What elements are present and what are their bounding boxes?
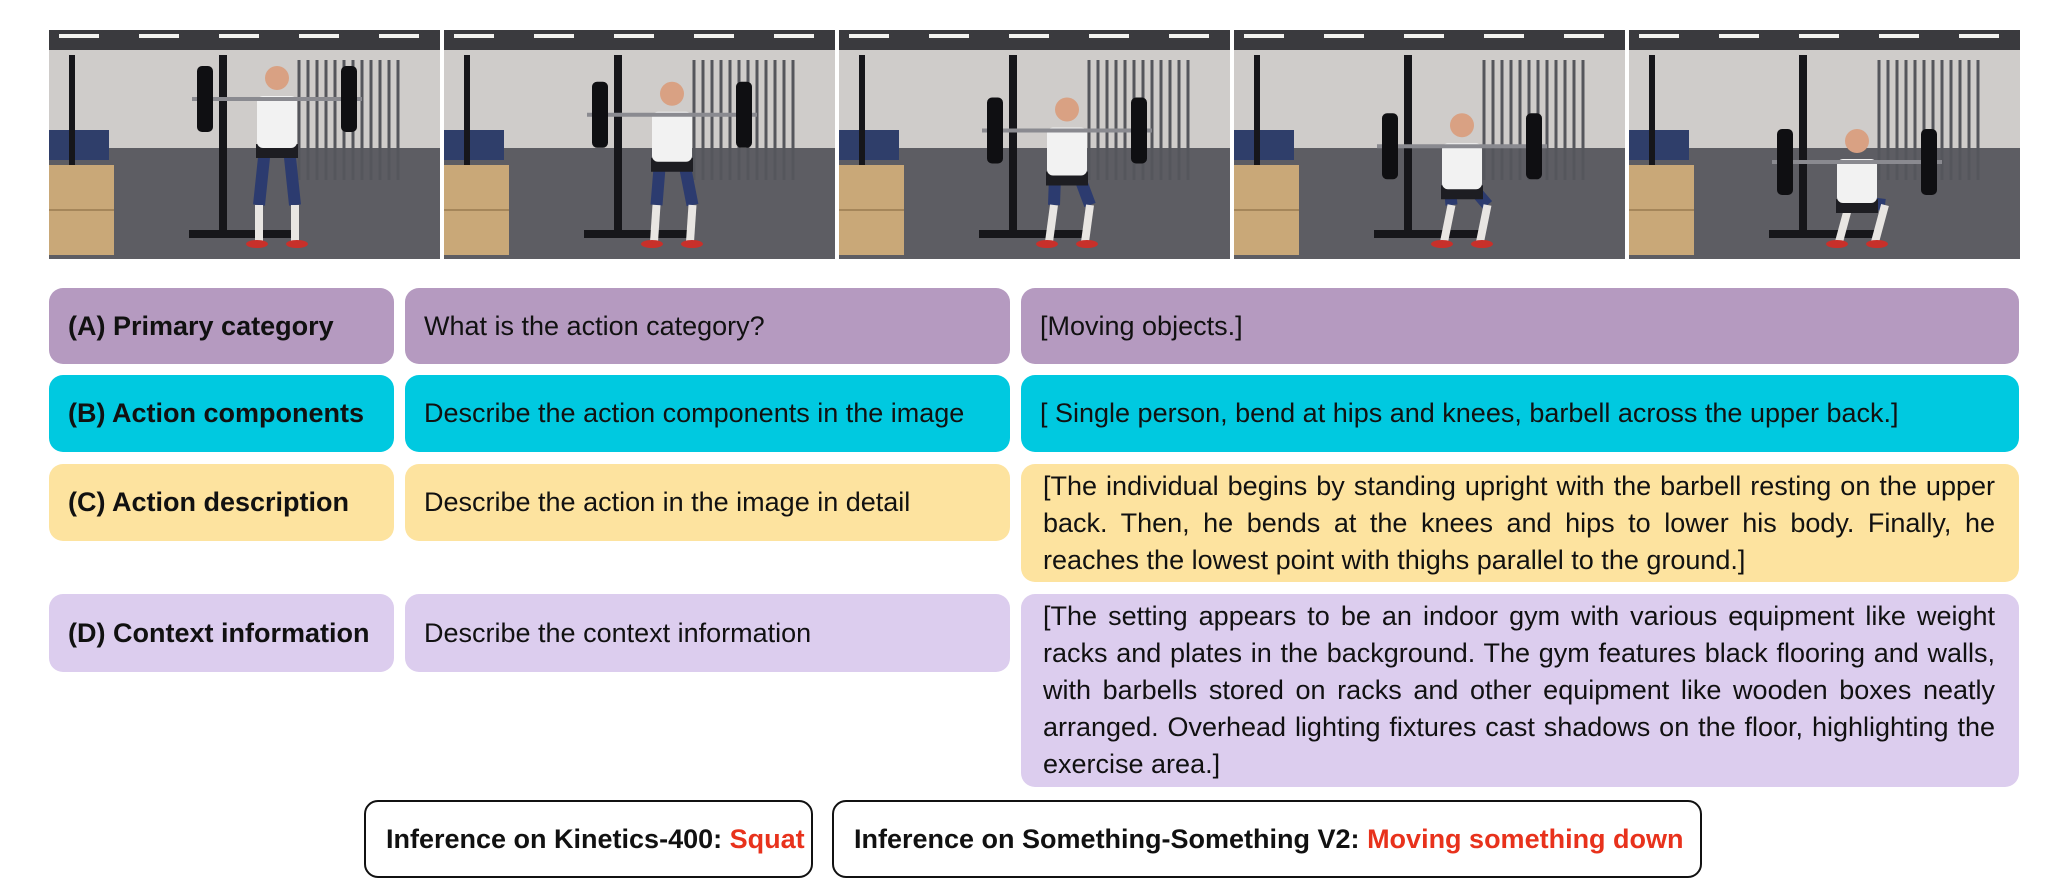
category-label: (D) Context information [49,594,394,672]
video-frame-4 [1234,30,1625,259]
answer-text: [Moving objects.] [1021,288,2019,364]
inference-label: Inference on Something-Something V2: [854,823,1360,854]
inference-result: Squat [729,823,805,854]
answer-box: [The individual begins by standing uprig… [1021,464,2019,582]
gym-scene [839,30,1230,259]
question-text: What is the action category? [405,288,1010,364]
category-label: (B) Action components [49,375,394,452]
gym-scene [49,30,440,259]
video-frame-1 [49,30,440,259]
question-text: Describe the action in the image in deta… [405,464,1010,541]
video-frame-strip [49,30,2020,259]
gym-scene [444,30,835,259]
video-frame-5 [1629,30,2020,259]
inference-kinetics-box: Inference on Kinetics-400: Squat [364,800,813,878]
inference-result: Moving something down [1367,823,1684,854]
gym-scene [1629,30,2020,259]
inference-label: Inference on Kinetics-400: [386,823,723,854]
answer-text: [ Single person, bend at hips and knees,… [1021,375,2019,452]
row-context-information: (D) Context information Describe the con… [49,594,2019,787]
answer-text: [The individual begins by standing uprig… [1043,471,1995,575]
inference-ssv2-box: Inference on Something-Something V2: Mov… [832,800,1702,878]
category-label: (A) Primary category [49,288,394,364]
category-label: (C) Action description [49,464,394,541]
row-action-description: (C) Action description Describe the acti… [49,464,2019,582]
answer-text: [The setting appears to be an indoor gym… [1043,601,1995,779]
answer-box: [The setting appears to be an indoor gym… [1021,594,2019,787]
question-text: Describe the action components in the im… [405,375,1010,452]
video-frame-2 [444,30,835,259]
row-action-components: (B) Action components Describe the actio… [49,375,2019,452]
question-text: Describe the context information [405,594,1010,672]
gym-scene [1234,30,1625,259]
row-primary-category: (A) Primary category What is the action … [49,288,2019,364]
video-frame-3 [839,30,1230,259]
